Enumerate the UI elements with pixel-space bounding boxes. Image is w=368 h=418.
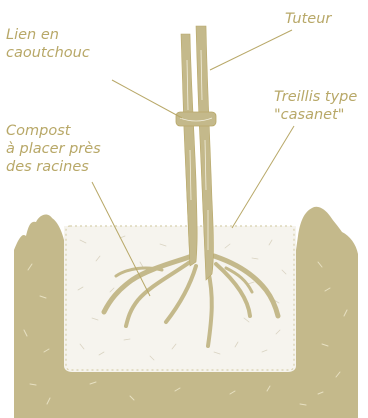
label-compost: Compost à placer près des racines bbox=[6, 122, 101, 176]
label-treillis-casanet: Treillis type "casanet" bbox=[274, 88, 357, 124]
leader-treillis bbox=[232, 126, 294, 228]
label-tuteur: Tuteur bbox=[285, 10, 331, 28]
leader-tuteur bbox=[210, 30, 292, 70]
label-lien-caoutchouc: Lien en caoutchouc bbox=[6, 26, 90, 62]
leader-lien bbox=[112, 80, 182, 118]
